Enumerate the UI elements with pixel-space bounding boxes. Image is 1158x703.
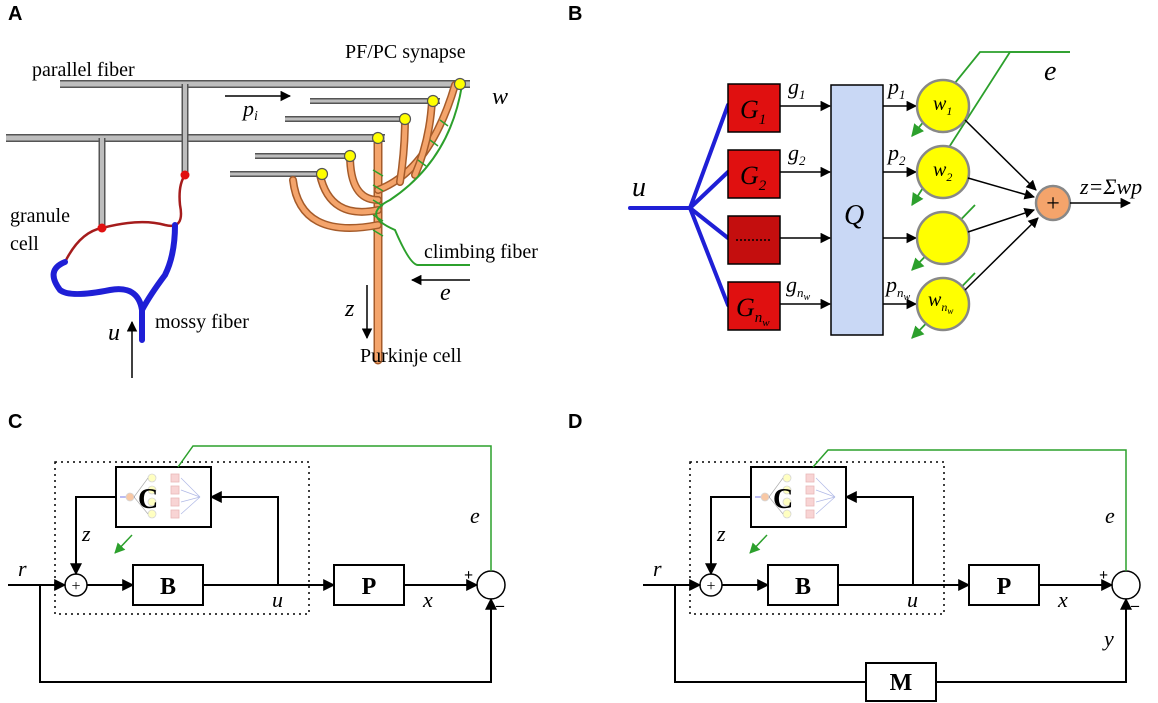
p-block [333, 564, 405, 606]
G1-label: G1 [740, 95, 766, 128]
z-label-a: z [344, 296, 355, 322]
panel-a-letter: A [8, 3, 22, 25]
input-fan [628, 103, 730, 307]
input-summer-plus-d: + [706, 578, 715, 595]
output-label: z=Σwp [1079, 174, 1142, 199]
Q-label: Q [844, 200, 864, 231]
pnw-label: pnw [884, 272, 911, 303]
c-error-feedback [177, 445, 492, 571]
d-wires [643, 491, 1132, 683]
r-label-c: r [18, 556, 27, 581]
granule-synapse-icon [97, 223, 107, 233]
e-label-c: e [470, 503, 480, 528]
c-block-label: C [138, 484, 158, 515]
climbing-fiber-label: climbing fiber [424, 241, 538, 263]
pf-pc-synapse-label: PF/PC synapse [345, 41, 466, 63]
x-label-d: x [1057, 587, 1068, 612]
m-block-label: M [890, 670, 913, 696]
G2-label: G2 [740, 161, 767, 194]
p2-label: p2 [886, 140, 906, 168]
plus-label-d: + [1099, 567, 1108, 584]
w2-label: w2 [933, 159, 952, 184]
w-to-sum-arrows [964, 119, 1039, 291]
panel-d: D C B P M + [568, 411, 1141, 702]
y-label-d: y [1102, 626, 1114, 651]
z-label-d: z [716, 521, 726, 546]
p-block-label-d: P [997, 574, 1012, 600]
wnw-label: wnw [928, 289, 953, 316]
u-label-c: u [272, 587, 283, 612]
d-error-feedback [812, 449, 1127, 571]
granule-label-2: cell [10, 233, 39, 255]
Gnw-label: Gnw [736, 293, 770, 329]
g2-label: g2 [788, 140, 806, 168]
parallel-fiber-label: parallel fiber [32, 59, 135, 81]
b-block-label-d: B [795, 574, 811, 600]
panel-b: B [568, 3, 1142, 339]
panel-c: C C B P [8, 411, 506, 683]
granule-terminal-icon [180, 170, 190, 180]
summing-plus: + [1046, 191, 1060, 217]
parallel-fibers [6, 80, 470, 225]
g2-block [727, 149, 781, 199]
e-label-b: e [1044, 56, 1056, 87]
w2-node [915, 144, 971, 200]
d-teaching-arrow [749, 534, 768, 554]
q-block [830, 84, 884, 336]
c-block-label-d: C [773, 484, 793, 515]
w1-label: w1 [933, 93, 952, 118]
c-block-thumbnail [120, 473, 201, 519]
z-label-c: z [81, 521, 91, 546]
c-wires [8, 491, 497, 683]
u-label-d: u [907, 587, 918, 612]
e-label-d: e [1105, 503, 1115, 528]
c-teaching-arrow [114, 534, 133, 554]
climbing-fiber [375, 84, 470, 266]
panel-c-letter: C [8, 411, 22, 433]
c-block-thumbnail-d [755, 473, 836, 519]
w-dots-node [915, 210, 971, 266]
minus-label-c: – [495, 597, 505, 614]
w1-node [915, 78, 971, 134]
g1-label: g1 [788, 74, 806, 102]
minus-label-d: – [1130, 597, 1140, 614]
q-to-w-arrows [883, 100, 918, 310]
p1-label: p1 [886, 74, 906, 102]
u-label-a: u [108, 320, 120, 346]
e-label-a: e [440, 280, 451, 306]
b-block-label: B [160, 574, 176, 600]
g1-block [727, 83, 781, 133]
p-block-label: P [362, 574, 377, 600]
g-to-q-arrows [780, 100, 832, 310]
purkinje-cell [289, 81, 459, 365]
gnw-label: gnw [786, 272, 811, 303]
b-block [132, 564, 204, 606]
weight-nodes [915, 78, 971, 332]
granule-label-1: granule [10, 205, 70, 227]
p-i-label: pi [241, 96, 258, 124]
x-label-c: x [422, 587, 433, 612]
climbing-fiber-wraps [372, 119, 449, 237]
m-block [865, 662, 937, 702]
panel-b-letter: B [568, 3, 582, 25]
pf-pc-synapses [315, 77, 467, 181]
mossy-fiber [50, 222, 178, 343]
r-label-d: r [653, 556, 662, 581]
error-summer-d [1111, 570, 1141, 600]
purkinje-cell-label: Purkinje cell [360, 345, 462, 367]
plus-label-c: + [464, 567, 473, 584]
mossy-fiber-label: mossy fiber [155, 311, 249, 333]
wnw-node [915, 276, 971, 332]
gnw-block [727, 281, 781, 331]
input-summer-plus: + [71, 578, 80, 595]
panel-d-letter: D [568, 411, 582, 433]
panel-a: A [6, 3, 538, 378]
u-label-b: u [632, 172, 646, 203]
granule-cell-dendrite [63, 174, 187, 263]
error-summer [476, 570, 506, 600]
w-label: w [492, 84, 508, 110]
